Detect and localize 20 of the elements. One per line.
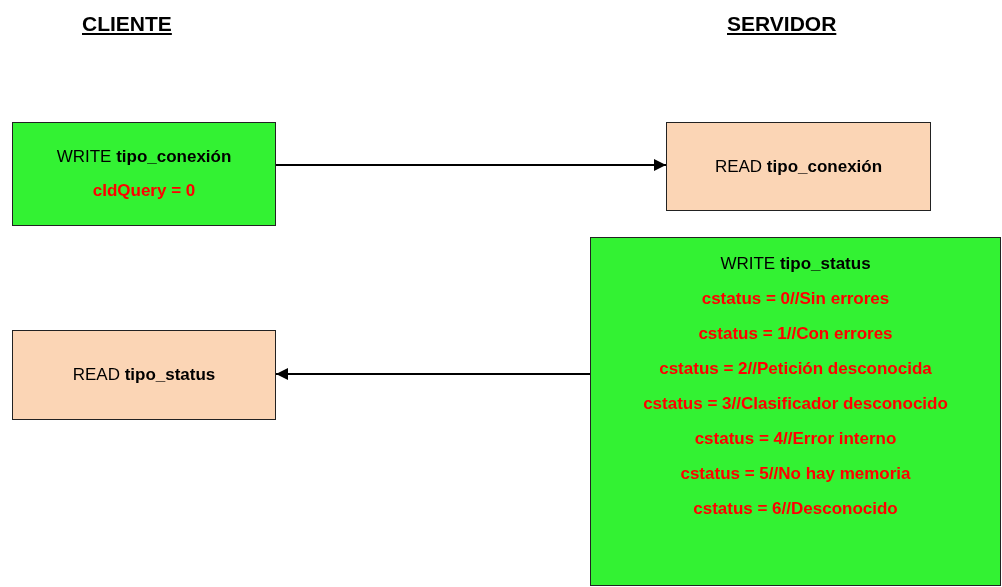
value-text: cstatus = 1//Con errores — [698, 324, 893, 344]
read-box — [666, 122, 931, 211]
operation-text: READ tipo_status — [72, 365, 216, 385]
column-heading: SERVIDOR — [727, 12, 837, 36]
value-text: cstatus = 3//Clasificador desconocido — [643, 394, 948, 414]
operation-text: WRITE tipo_conexión — [56, 147, 232, 167]
value-text: cIdQuery = 0 — [92, 181, 196, 201]
value-text: cstatus = 0//Sin errores — [701, 289, 890, 309]
operation-text: WRITE tipo_status — [720, 254, 871, 274]
value-text: cstatus = 6//Desconocido — [693, 499, 898, 519]
write-box — [590, 237, 1001, 586]
value-text: cstatus = 4//Error interno — [694, 429, 897, 449]
read-box — [12, 330, 276, 420]
value-text: cstatus = 5//No hay memoria — [680, 464, 911, 484]
value-text: cstatus = 2//Petición desconocida — [659, 359, 932, 379]
arrow — [275, 368, 591, 380]
arrow — [275, 159, 667, 171]
column-heading: CLIENTE — [82, 12, 172, 36]
write-box — [12, 122, 276, 226]
operation-text: READ tipo_conexión — [714, 156, 883, 177]
